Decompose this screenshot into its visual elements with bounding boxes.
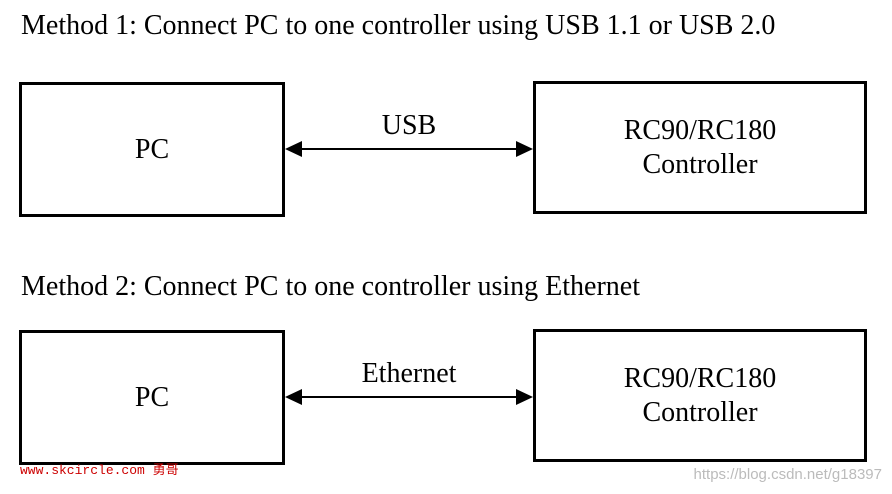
watermark-left: www.skcircle.com 勇哥 <box>20 463 179 478</box>
controller-node-method-1: RC90/RC180 Controller <box>533 81 867 214</box>
pc-node-label: PC <box>134 133 170 165</box>
controller-node-method-2: RC90/RC180 Controller <box>533 329 867 462</box>
method-1-heading: Method 1: Connect PC to one controller u… <box>21 10 776 41</box>
pc-node-label: PC <box>134 381 170 413</box>
pc-node-method-1: PC <box>19 82 285 217</box>
arrow-head-right <box>516 141 533 157</box>
ethernet-double-arrow-connector <box>285 389 533 405</box>
method-2-heading: Method 2: Connect PC to one controller u… <box>21 271 641 302</box>
controller-type-label: Controller <box>642 148 758 180</box>
arrow-head-left <box>285 141 302 157</box>
watermark-right: https://blog.csdn.net/g18397 <box>693 466 882 483</box>
controller-model-label: RC90/RC180 <box>623 114 777 146</box>
usb-double-arrow-connector <box>285 141 533 157</box>
pc-node-method-2: PC <box>19 330 285 465</box>
arrow-head-left <box>285 389 302 405</box>
arrow-head-right <box>516 389 533 405</box>
ethernet-link-label: Ethernet <box>361 358 457 389</box>
controller-type-label: Controller <box>642 396 758 428</box>
controller-model-label: RC90/RC180 <box>623 362 777 394</box>
usb-link-label: USB <box>381 110 437 141</box>
